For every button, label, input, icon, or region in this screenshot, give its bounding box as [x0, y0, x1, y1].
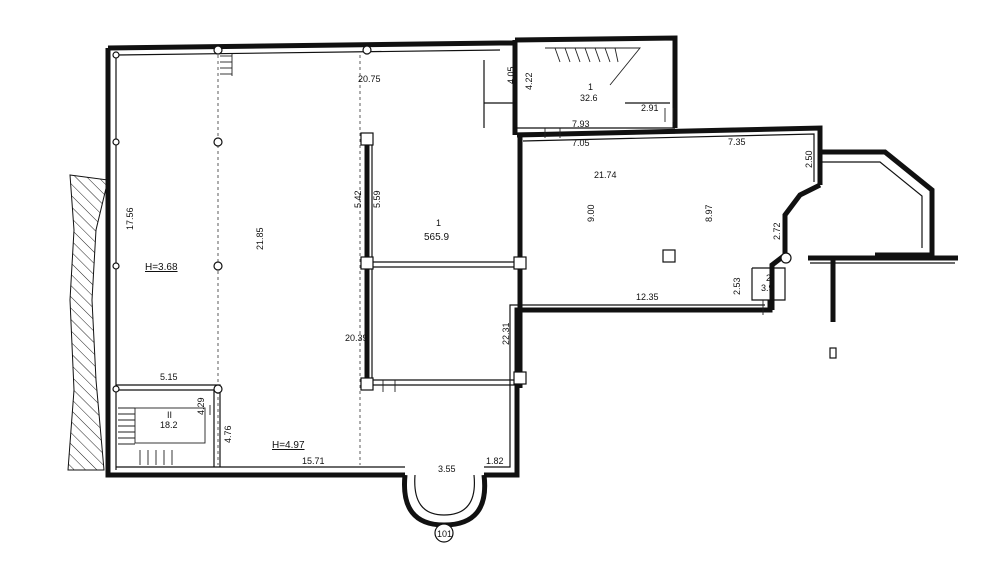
entrance-bay [401, 474, 488, 543]
dim-label: 4.29 [196, 397, 206, 415]
dim-label: 2.50 [804, 150, 814, 168]
dim-label: 5.15 [160, 372, 178, 382]
height-label: H=4.97 [272, 440, 305, 451]
dim-label: 5.42 [353, 190, 363, 208]
dim-label: 2.53 [732, 277, 742, 295]
room-number: 2 [766, 273, 771, 283]
height-label: H=3.68 [145, 262, 178, 273]
dim-label: 7.05 [572, 138, 590, 148]
dim-label: 7.35 [728, 137, 746, 147]
dim-label: 1.82 [486, 456, 504, 466]
terrace [808, 255, 958, 359]
room-area: 32.6 [580, 93, 598, 103]
dim-label: 22.31 [501, 322, 511, 345]
entrance-label: 101 [437, 529, 452, 539]
dim-label: 7.93 [572, 119, 590, 129]
dim-label: 20.75 [358, 74, 381, 84]
dashed-lines [217, 55, 361, 465]
dim-label: 9.00 [586, 204, 596, 222]
dim-label: 21.74 [594, 170, 617, 180]
room-area: 18.2 [160, 420, 178, 430]
dim-label: 5.59 [372, 190, 382, 208]
stair-steps [118, 47, 641, 465]
room-number: 1 [588, 82, 593, 92]
dim-label: 12.35 [636, 292, 659, 302]
room-area: 3.9 [761, 283, 774, 293]
columns [112, 45, 792, 394]
dim-label: 2.72 [772, 222, 782, 240]
dim-label: 4.22 [524, 72, 534, 90]
dim-label: 8.97 [704, 204, 714, 222]
dim-label: 21.85 [255, 227, 265, 250]
room-number: II [167, 410, 172, 420]
dim-label: 4.05 [506, 66, 516, 84]
dim-label: 2.91 [641, 103, 659, 113]
dim-label: 3.55 [438, 464, 456, 474]
room-area: 565.9 [424, 232, 449, 243]
outer-walls [105, 35, 935, 478]
dim-label: 15.71 [302, 456, 325, 466]
tick-marks [209, 108, 764, 415]
hatched-ground-wall [67, 174, 109, 471]
dim-label: 4.76 [223, 425, 233, 443]
dim-label: 20.39 [345, 333, 368, 343]
dim-label: 17.56 [125, 207, 135, 230]
room-number: 1 [436, 218, 441, 228]
